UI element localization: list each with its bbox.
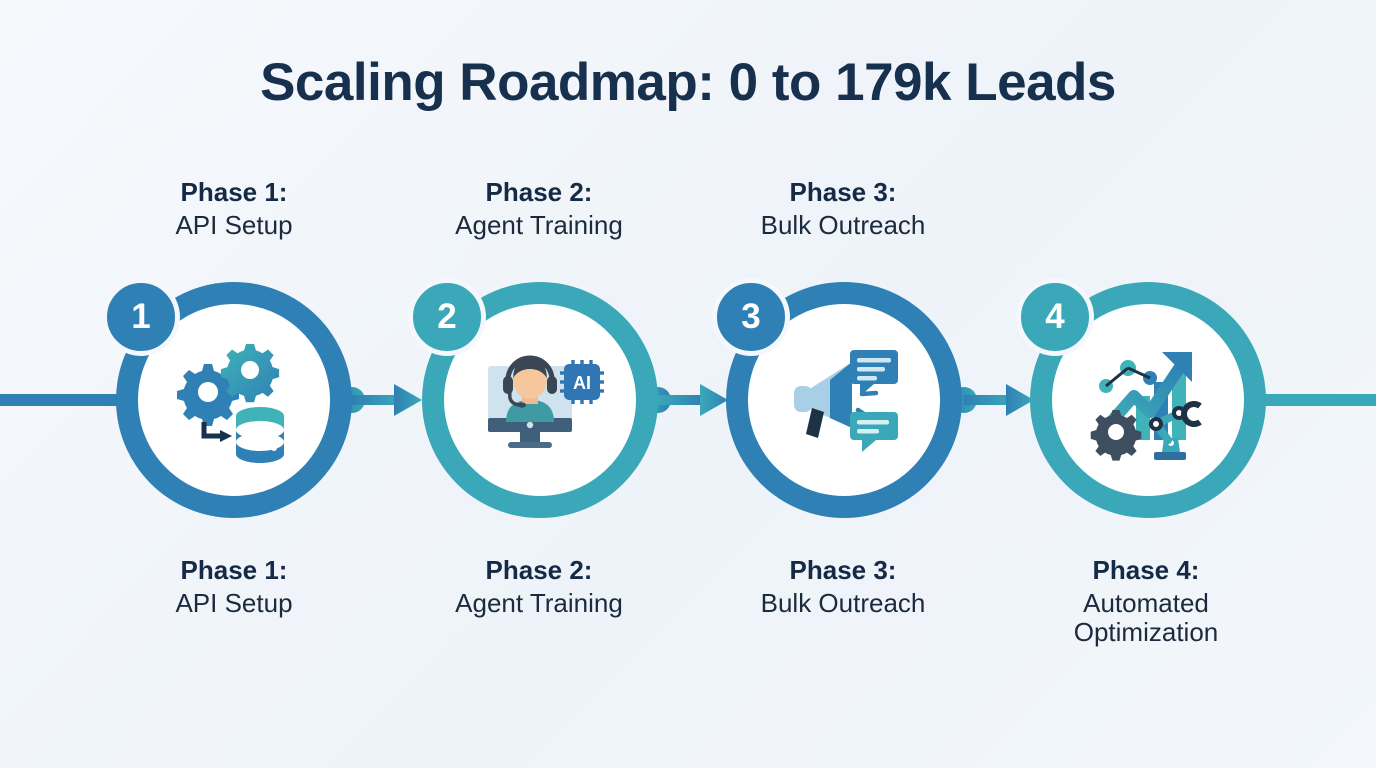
phase-badge-2: 2 xyxy=(408,278,486,356)
phase-label-bottom-4: Phase 4: Automated Optimization xyxy=(996,555,1296,648)
timeline-rail-right xyxy=(1260,394,1376,406)
phase-badge-number-4: 4 xyxy=(1045,297,1065,336)
phase-label-bottom-3: Phase 3: Bulk Outreach xyxy=(693,555,993,619)
phase-label-bottom-subtitle-4: Automated Optimization xyxy=(1073,588,1219,648)
phase-label-bottom-title-2: Phase 2: xyxy=(485,555,593,585)
page-title: Scaling Roadmap: 0 to 179k Leads xyxy=(260,53,1116,112)
phase-label-bottom-title-1: Phase 1: xyxy=(180,555,288,585)
phase-label-bottom-subtitle-2: Agent Training xyxy=(455,588,623,619)
phase-node-1[interactable]: 1 xyxy=(102,278,352,518)
phase-badge-number-2: 2 xyxy=(437,297,457,336)
phase-badge-4: 4 xyxy=(1016,278,1094,356)
growth-chart-robot-arm-icon xyxy=(1090,352,1202,461)
phase-badge-number-1: 1 xyxy=(131,297,151,336)
phase-node-2[interactable]: AI 2 xyxy=(408,278,658,518)
phase-label-bottom-subtitle-1: API Setup xyxy=(175,588,293,619)
phase-label-bottom-subtitle-3: Bulk Outreach xyxy=(760,588,926,619)
phase-badge-number-3: 3 xyxy=(741,297,761,336)
phase-label-bottom-title-4: Phase 4: xyxy=(1092,555,1200,585)
headset-agent-ai-chip-icon: AI xyxy=(488,355,604,448)
phase-label-top-2: Phase 2: Agent Training xyxy=(389,177,689,241)
phase-label-top-subtitle-1: API Setup xyxy=(175,210,293,241)
phase-label-top-title-3: Phase 3: xyxy=(789,177,897,207)
phase-label-top-subtitle-2: Agent Training xyxy=(455,210,623,241)
phase-badge-3: 3 xyxy=(712,278,790,356)
phase-node-4[interactable]: 4 xyxy=(1016,278,1266,518)
phase-badge-1: 1 xyxy=(102,278,180,356)
phase-node-3[interactable]: 3 xyxy=(712,278,962,518)
phase-label-top-title-2: Phase 2: xyxy=(485,177,593,207)
megaphone-speech-bubbles-icon xyxy=(794,350,898,452)
phase-label-bottom-1: Phase 1: API Setup xyxy=(84,555,384,619)
phase-label-top-1: Phase 1: API Setup xyxy=(84,177,384,241)
phase-label-top-subtitle-3: Bulk Outreach xyxy=(760,210,926,241)
phase-label-top-3: Phase 3: Bulk Outreach xyxy=(693,177,993,241)
timeline-rail-left xyxy=(0,394,126,406)
phase-label-bottom-title-3: Phase 3: xyxy=(789,555,897,585)
svg-text:AI: AI xyxy=(573,373,591,393)
phase-label-bottom-2: Phase 2: Agent Training xyxy=(389,555,689,619)
connector-arrow-3-to-4 xyxy=(950,372,1036,428)
phase-label-top-title-1: Phase 1: xyxy=(180,177,288,207)
gears-database-icon xyxy=(177,344,284,463)
